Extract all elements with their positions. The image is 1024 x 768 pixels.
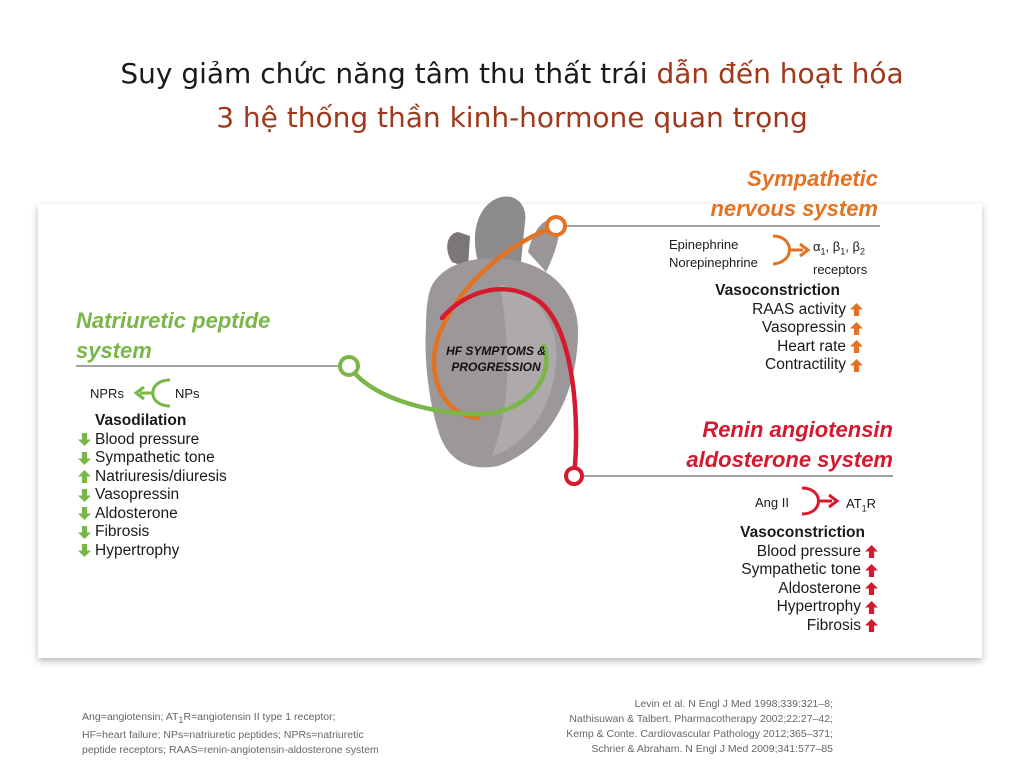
sympathetic-title: Sympathetic nervous system [710,164,878,224]
sympathetic-title-line-2: nervous system [710,196,878,221]
natriuretic-effect-item: Natriuresis/diuresis [74,468,227,487]
natriuretic-effect-item: Fibrosis [74,523,227,542]
natriuretic-effect-item: Hypertrophy [74,542,227,561]
raas-effect-item: Hypertrophy [740,598,882,617]
raas-curve [439,287,579,479]
natriuretic-effect-label: Aldosterone [95,504,178,522]
sympathetic-effect-item: Heart rate [715,338,867,357]
reference-item: Levin et al. N Engl J Med 1998;339:321–8… [634,698,833,710]
natriuretic-effect-label: Hypertrophy [95,541,180,559]
raas-title: Renin angiotensin aldosterone system [686,415,893,475]
sympathetic-effects: Vasoconstriction RAAS activity Vasopress… [715,282,867,375]
natriuretic-effect-item: Sympathetic tone [74,449,227,468]
heart-illustration [425,196,579,468]
hf-label-line-1: HF SYMPTOMS & [446,344,546,358]
natriuretic-effect-label: Blood pressure [95,430,200,448]
abbreviations-footnote: Ang=angiotensin; AT1R=angiotensin II typ… [82,710,379,758]
sympathetic-agonists: Epinephrine Norepinephrine [669,236,758,272]
natriuretic-effect-label: Sympathetic tone [95,449,215,466]
reference-item: Kemp & Conte. Cardiovascular Pathology 2… [566,728,833,740]
hf-label-line-2: PROGRESSION [451,360,541,374]
heart-shade [492,285,557,456]
natriuretic-title-line-1: Natriuretic peptide [76,308,271,333]
sympathetic-curve [431,223,559,421]
up-arrow-icon [850,303,863,317]
raas-node [564,466,584,486]
raas-effect-item: Fibrosis [740,617,882,636]
natriuretic-effect-item: Vasopressin [74,486,227,505]
natriuretic-effect-label: Natriuresis/diuresis [95,467,227,485]
title-main-text: Suy giảm chức năng tâm thu thất trái [120,57,657,90]
abbrev-line-2: HF=heart failure; NPs=natriuretic peptid… [82,729,364,742]
natriuretic-node [338,355,360,377]
up-arrow-icon [850,340,863,354]
hf-center-label: HF SYMPTOMS & PROGRESSION [424,343,568,375]
agonist-norepinephrine: Norepinephrine [669,255,758,270]
sympathetic-effect-item: RAAS activity [715,301,867,320]
raas-receptor: AT1R [846,496,877,514]
natriuretic-effect-label: Fibrosis [95,523,150,540]
raas-effect-item: Aldosterone [740,580,882,599]
down-arrow-icon [78,451,91,465]
natriuretic-curve [346,343,549,417]
abbrev-line-1: Ang=angiotensin; AT1R=angiotensin II typ… [82,711,336,726]
slide-title: Suy giảm chức năng tâm thu thất trái dẫn… [0,52,1024,140]
down-arrow-icon [78,544,91,558]
natriuretic-ligand: NPs [175,386,200,401]
up-arrow-icon [865,600,878,614]
raas-effects: Vasoconstriction Blood pressure Sympathe… [740,524,882,635]
natriuretic-title-line-2: system [76,338,152,363]
references-footnote: Levin et al. N Engl J Med 1998;339:321–8… [566,697,833,757]
reference-item: Nathisuwan & Talbert. Pharmacotherapy 20… [569,713,833,725]
raas-effect-item: Sympathetic tone [740,561,882,580]
up-arrow-icon [865,563,878,577]
up-arrow-icon [865,582,878,596]
up-arrow-icon [850,321,863,335]
title-line-1: Suy giảm chức năng tâm thu thất trái dẫn… [0,52,1024,96]
heart-aorta [474,196,526,262]
agonist-epinephrine: Epinephrine [669,237,739,252]
down-arrow-icon [78,507,91,521]
down-arrow-icon [78,433,91,447]
down-arrow-icon [78,488,91,502]
natriuretic-effect-item: Blood pressure [74,431,227,450]
natriuretic-binding-arrow [133,378,171,408]
raas-effects-header: Vasoconstriction [740,524,865,541]
title-accent-text-1: dẫn đến hoạt hóa [656,57,904,90]
sympathetic-node [545,215,567,237]
sympathetic-binding-arrow [772,234,811,266]
abbrev-line-3: peptide receptors; RAAS=renin-angiotensi… [82,744,379,757]
natriuretic-title: Natriuretic peptide system [76,306,270,366]
up-arrow-icon [78,470,91,484]
natriuretic-receptor: NPRs [90,386,124,401]
heart-vessel-left [447,232,470,268]
down-arrow-icon [78,525,91,539]
up-arrow-icon [865,619,878,633]
sympathetic-title-line-1: Sympathetic [747,166,878,191]
raas-title-line-2: aldosterone system [686,447,893,472]
sympathetic-effect-item: Vasopressin [715,319,867,338]
up-arrow-icon [850,358,863,372]
raas-effect-item: Blood pressure [740,543,882,562]
reference-item: Schrier & Abraham. N Engl J Med 2009;341… [591,743,833,755]
up-arrow-icon [865,545,878,559]
receptors-word: receptors [813,261,868,277]
natriuretic-effects-header: Vasodilation [95,412,187,429]
raas-ligand: Ang II [755,495,789,510]
natriuretic-effect-label: Vasopressin [95,486,180,503]
sympathetic-effects-header: Vasoconstriction [715,282,840,299]
title-line-2: 3 hệ thống thần kinh-hormone quan trọng [216,101,808,134]
adrenergic-receptor-types: α1, β1, β2 [813,239,865,257]
raas-binding-arrow [801,486,840,516]
raas-title-line-1: Renin angiotensin [702,417,893,442]
sympathetic-effect-item: Contractility [715,356,867,375]
sympathetic-receptors: α1, β1, β2 receptors [813,238,867,279]
natriuretic-effect-item: Aldosterone [74,505,227,524]
